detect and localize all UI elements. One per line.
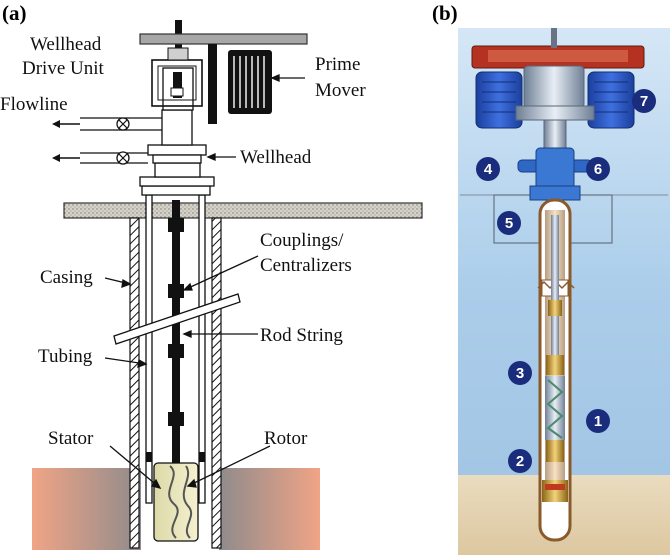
svg-text:6: 6 [594, 161, 602, 178]
rotor-b [546, 379, 564, 439]
rod-b [551, 215, 559, 355]
pump-b [545, 376, 565, 440]
label-wellhead-drive-unit-1: Wellhead [30, 34, 102, 55]
wellhead-flange-upper [147, 144, 207, 156]
label-wellhead: Wellhead [240, 147, 312, 168]
coupling-b [548, 300, 562, 316]
casing-wall-right [211, 217, 222, 549]
flow-tee [161, 109, 193, 146]
wellhead-body [152, 154, 202, 164]
drive-frame [515, 105, 595, 121]
anchor-b [542, 480, 568, 502]
marker-5: 5 [497, 211, 521, 235]
label-wellhead-drive-unit-2: Drive Unit [22, 58, 105, 79]
label-couplings-1: Couplings/ [260, 230, 344, 251]
marker-6: 6 [586, 157, 610, 181]
label-couplings-2: Centralizers [260, 255, 352, 276]
break-band [113, 293, 241, 345]
svg-text:5: 5 [505, 215, 513, 232]
drive-belt-guard [208, 44, 217, 124]
svg-text:2: 2 [516, 453, 524, 470]
formation-right [219, 468, 320, 550]
panel-b: (b) [432, 1, 670, 555]
coupling-4 [168, 412, 184, 426]
wellhead-flange-b [529, 185, 581, 201]
drive-head [167, 47, 189, 61]
panel-a: (a) [0, 1, 423, 550]
drive-shaft [173, 72, 182, 98]
label-prime-mover-2: Mover [315, 80, 366, 101]
rotor-helix-2 [182, 465, 193, 539]
marker-3: 3 [508, 361, 532, 385]
leader-couplings [183, 255, 259, 291]
wellhead-flange-lower [141, 185, 211, 196]
coupling-2 [168, 284, 184, 298]
label-tubing: Tubing [38, 346, 93, 367]
surface-slab [63, 202, 423, 219]
gearbox [523, 65, 585, 109]
tubing-collar-right [199, 452, 205, 462]
motor-left [475, 71, 523, 129]
coupling-3 [168, 344, 184, 358]
wellhead-flange-mid [139, 176, 215, 187]
motor-right [587, 71, 635, 129]
svg-text:4: 4 [484, 161, 493, 178]
stator [153, 462, 199, 542]
top-beam [139, 33, 308, 45]
pump-top-b [546, 355, 564, 375]
leader-stator [109, 445, 161, 489]
label-flowline: Flowline [0, 94, 68, 115]
svg-text:3: 3 [516, 365, 524, 382]
marker-1: 1 [586, 409, 610, 433]
panel-a-tag: (a) [2, 1, 27, 25]
label-rod-string: Rod String [260, 325, 343, 346]
rod-string [172, 200, 180, 468]
leader-rotor [187, 445, 271, 487]
label-rotor: Rotor [264, 428, 308, 449]
panel-b-tag: (b) [432, 1, 458, 25]
label-prime-mover-1: Prime [315, 54, 360, 75]
coupling-1 [168, 218, 184, 232]
svg-text:7: 7 [640, 93, 648, 110]
prime-mover [228, 50, 272, 114]
label-casing: Casing [40, 267, 93, 288]
wellhead-spool [154, 162, 201, 178]
marker-7: 7 [632, 89, 656, 113]
casing-wall-left [129, 217, 140, 549]
svg-text:1: 1 [594, 413, 602, 430]
marker-4: 4 [476, 157, 500, 181]
rotor-helix [168, 465, 179, 539]
label-stator: Stator [48, 428, 94, 449]
drive-stem [543, 119, 567, 149]
formation-left [32, 468, 141, 550]
marker-2: 2 [508, 449, 532, 473]
drive-shaft-top [551, 28, 557, 48]
tubing-collar-left [146, 452, 152, 462]
pump-bottom-b [546, 440, 564, 462]
